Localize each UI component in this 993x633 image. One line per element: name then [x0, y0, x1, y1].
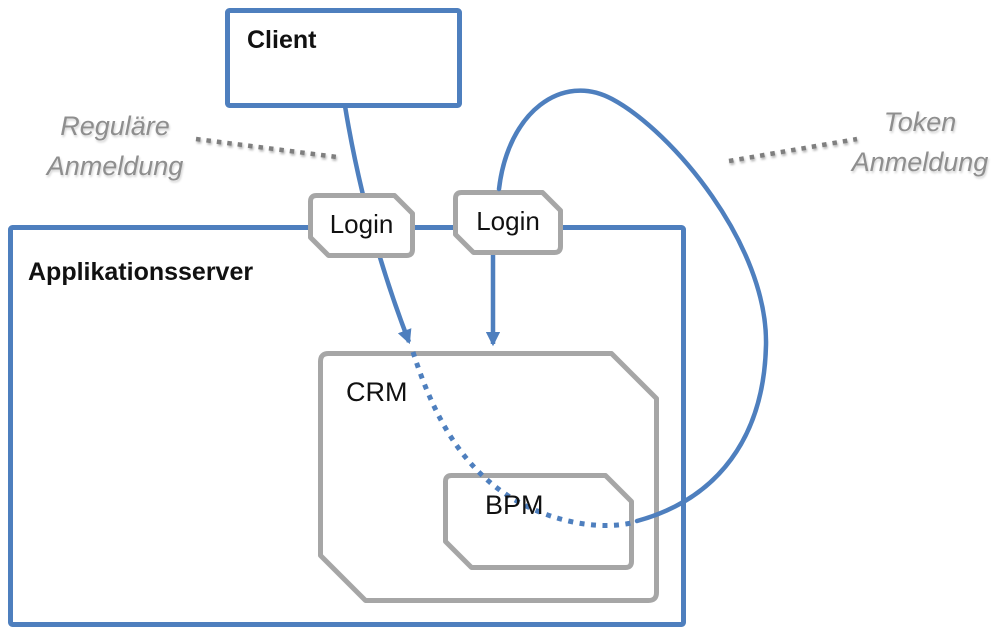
login2-box [453, 190, 563, 255]
login2-label: Login [476, 206, 540, 236]
login1-label: Login [329, 209, 394, 239]
token-annotation-leader [728, 136, 858, 164]
client-box [225, 8, 462, 108]
token-loop-curve [496, 88, 769, 524]
bpm-box [443, 473, 634, 570]
regular-annotation-line2: Anmeldung [46, 151, 184, 181]
appserver-label: Applikationsserver [28, 258, 254, 286]
client-label: Client [247, 26, 317, 54]
regular-annotation-leader [195, 136, 338, 160]
bpm-label: BPM [485, 490, 544, 520]
regular-annotation-line1: Reguläre [60, 111, 170, 141]
token-annotation-line1: Token [883, 107, 957, 137]
token-annotation-line2: Anmeldung [851, 147, 989, 177]
token-login-annotation: Token Anmeldung [832, 102, 993, 182]
regular-login-annotation: Reguläre Anmeldung [27, 106, 203, 186]
login1-box [308, 193, 415, 258]
crm-label: CRM [346, 377, 408, 407]
